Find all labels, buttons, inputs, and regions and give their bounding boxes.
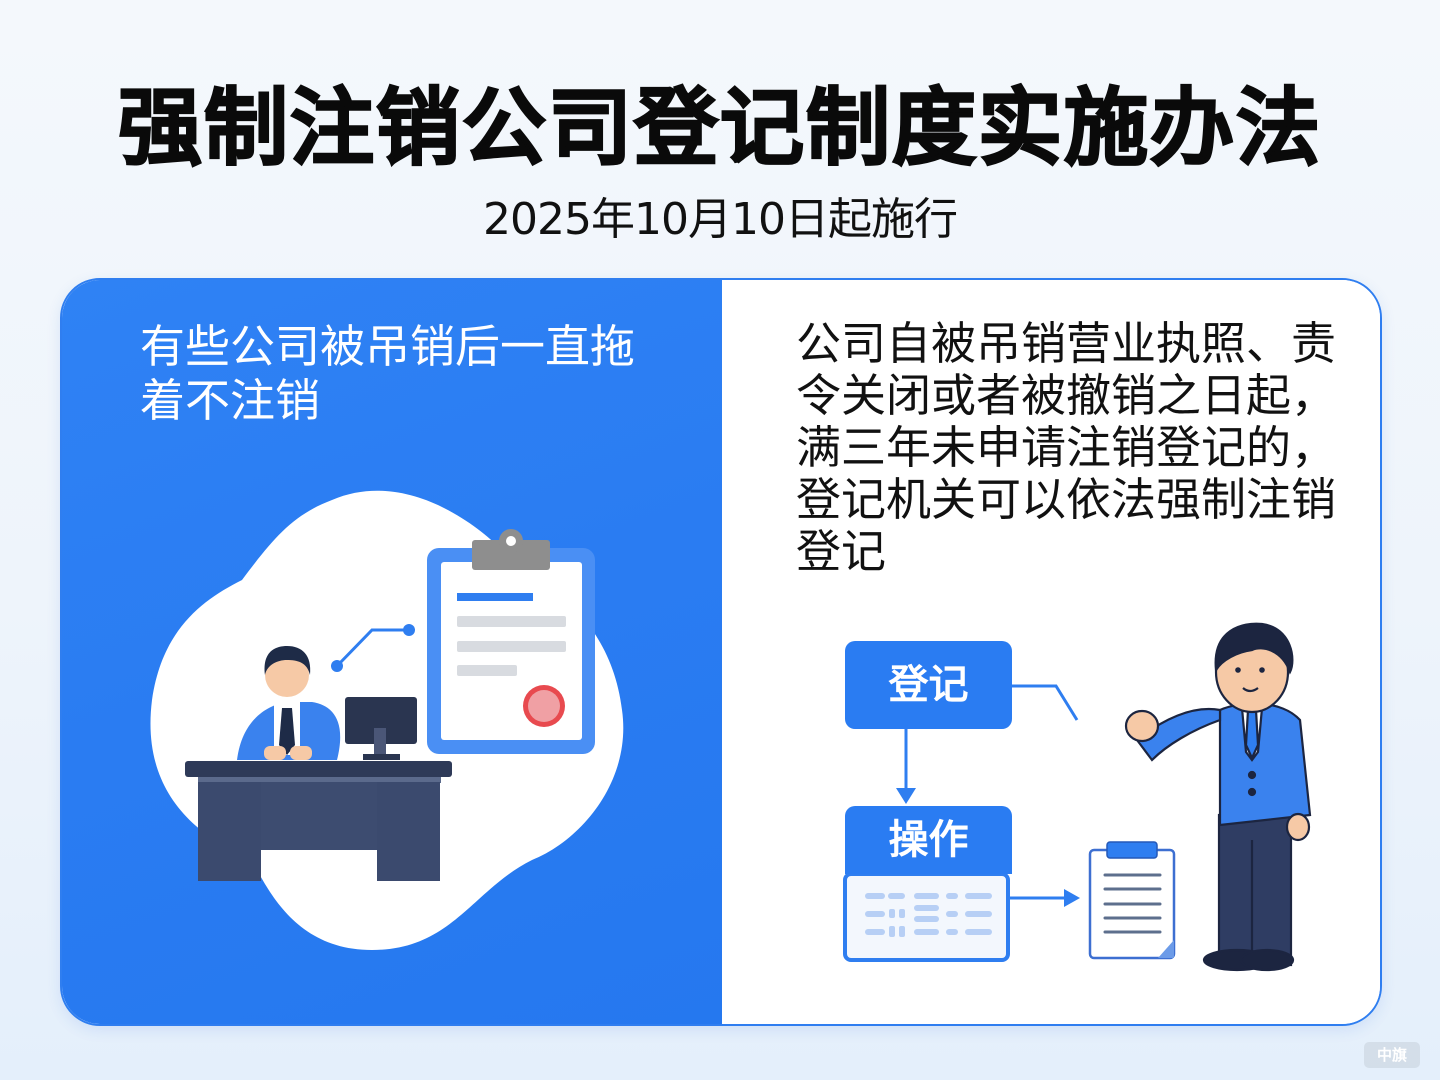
- person-at-desk-icon: [142, 480, 642, 964]
- desk-icon: [185, 761, 452, 881]
- regulation-text: 公司自被吊销营业执照、责令关闭或者被撤销之日起，满三年未申请注销登记的，登记机关…: [796, 317, 1337, 578]
- flow-step-operate: 操作: [845, 806, 1012, 874]
- right-panel: 公司自被吊销营业执照、责令关闭或者被撤销之日起，满三年未申请注销登记的，登记机关…: [722, 280, 1380, 1024]
- watermark: 中旗: [1364, 1042, 1420, 1068]
- document-icon: [1088, 841, 1176, 960]
- left-panel: 有些公司被吊销后一直拖着不注销: [62, 280, 722, 1024]
- office-worker-icon: [237, 646, 341, 760]
- presenter-icon: [1124, 622, 1312, 972]
- flow-step-register: 登记: [845, 641, 1012, 729]
- clipboard-icon: [427, 529, 595, 754]
- page-title: 强制注销公司登记制度实施办法: [117, 78, 1322, 178]
- problem-statement: 有些公司被吊销后一直拖着不注销: [140, 320, 636, 427]
- effective-date-subtitle: 2025年10月10日起施行: [483, 194, 958, 245]
- presenter-flowchart-illustration: 登记 操作: [822, 610, 1342, 980]
- computer-monitor-icon: [345, 697, 417, 760]
- info-card: 有些公司被吊销后一直拖着不注销: [60, 278, 1382, 1026]
